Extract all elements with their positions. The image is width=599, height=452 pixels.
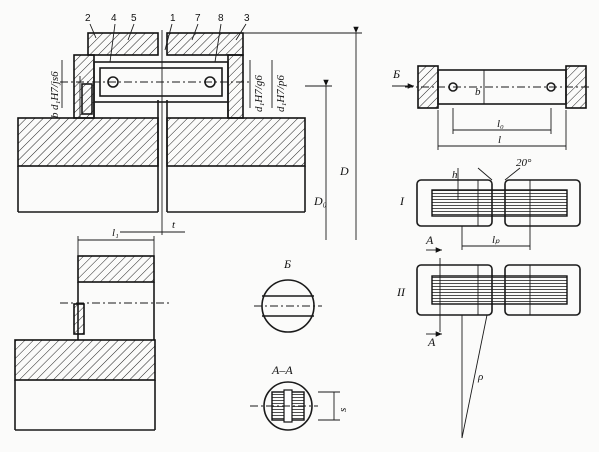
section-AA: A–A s	[250, 363, 349, 431]
callout-2: 2	[85, 13, 91, 24]
pin-plan-view: Б b l₀ l	[392, 65, 592, 150]
view-II-pin	[431, 275, 568, 305]
left-sleeve-top	[87, 32, 159, 56]
dim-lp: lₚ	[492, 234, 500, 246]
roman-I-label: I	[399, 194, 405, 208]
right-hub-section	[166, 117, 306, 167]
dim-l0: l₀	[497, 118, 504, 130]
callout-5: 5	[131, 13, 137, 24]
fit-mid-label: d₁H7/g6	[253, 75, 265, 112]
main-coupling-section: 2 4 5 1 7 8 3 d₁H7/js6 d₁H7/g6 d₁H7/p6 b…	[17, 13, 362, 240]
dim-b-right: b	[475, 86, 481, 98]
view-B: Б	[254, 257, 322, 333]
fit-left-label: d₁H7/js6	[49, 71, 61, 110]
callout-7: 7	[195, 13, 201, 24]
dim-s: s	[337, 408, 349, 412]
right-flange	[227, 54, 244, 119]
pin-view-I: I 20° h A lₚ	[399, 157, 581, 253]
view-I-pin	[431, 189, 568, 217]
fit-right-label: d₁H7/p6	[275, 75, 287, 112]
dim-b-left: b	[49, 112, 61, 118]
label-A-top: A	[425, 233, 434, 247]
callout-3: 3	[244, 13, 250, 24]
dim-D0: D₀	[313, 194, 327, 208]
left-hub-section	[17, 117, 159, 167]
left-pin-hole	[107, 76, 119, 88]
dim-h: h	[452, 169, 458, 181]
stop-ring	[81, 83, 93, 115]
hub-detail-view: l₁	[14, 227, 170, 431]
dim-rho: ρ	[477, 371, 483, 383]
dim-l: l	[498, 134, 501, 146]
angle-20: 20°	[516, 157, 532, 169]
dim-l1: l₁	[112, 227, 119, 239]
callout-1: 1	[170, 13, 176, 24]
dim-t: t	[172, 219, 176, 231]
callout-8: 8	[218, 13, 224, 24]
label-A-bottom: A	[427, 335, 436, 349]
detail-ring	[73, 303, 85, 335]
section-AA-circle	[263, 381, 313, 431]
right-sleeve-top	[166, 32, 244, 56]
right-pin-hole	[204, 76, 216, 88]
view-B-arrow-label: Б	[392, 67, 400, 81]
detail-sleeve	[77, 255, 155, 283]
dim-D: D	[339, 164, 349, 178]
section-AA-label: A–A	[271, 363, 293, 377]
roman-II-label: II	[396, 285, 406, 299]
view-B-label: Б	[283, 257, 291, 271]
pin-view-II: II A ρ	[396, 258, 581, 439]
detail-hub	[14, 339, 156, 381]
callout-4: 4	[111, 13, 117, 24]
left-flange	[73, 54, 95, 119]
